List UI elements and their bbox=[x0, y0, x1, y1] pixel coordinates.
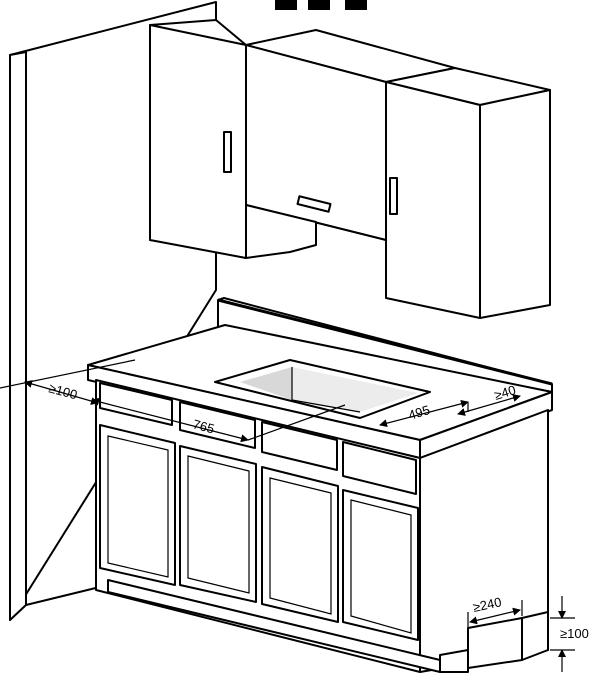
dim-plinth-width: ≥240 bbox=[467, 594, 523, 628]
side-clearance-label: ≥100 bbox=[47, 380, 79, 402]
back-clearance-label: ≥40 bbox=[492, 382, 517, 403]
dim-cutout-width: 765 bbox=[91, 397, 346, 443]
dim-side-clearance: ≥100 bbox=[0, 359, 136, 405]
dim-plinth-height: ≥100 bbox=[550, 596, 589, 672]
upper-cabinet-middle bbox=[245, 29, 456, 259]
backsplash bbox=[217, 297, 553, 393]
upper-cabinet-right bbox=[385, 67, 551, 319]
handle-right bbox=[389, 177, 398, 215]
cropped-heading-fragment bbox=[275, 0, 367, 10]
cutout-depth-label: 495 bbox=[406, 402, 431, 423]
door-row bbox=[99, 424, 419, 641]
drawer-3 bbox=[261, 421, 338, 471]
plinth-width-label: ≥240 bbox=[472, 594, 503, 615]
handle-left bbox=[223, 131, 232, 173]
upper-cabinet-left bbox=[149, 19, 247, 259]
drawer-4 bbox=[342, 441, 417, 495]
dim-back-clearance: ≥40 bbox=[457, 382, 521, 416]
plinth-height-label: ≥100 bbox=[560, 626, 589, 641]
cutout-width-label: 765 bbox=[191, 416, 216, 436]
handle-middle bbox=[296, 195, 332, 213]
